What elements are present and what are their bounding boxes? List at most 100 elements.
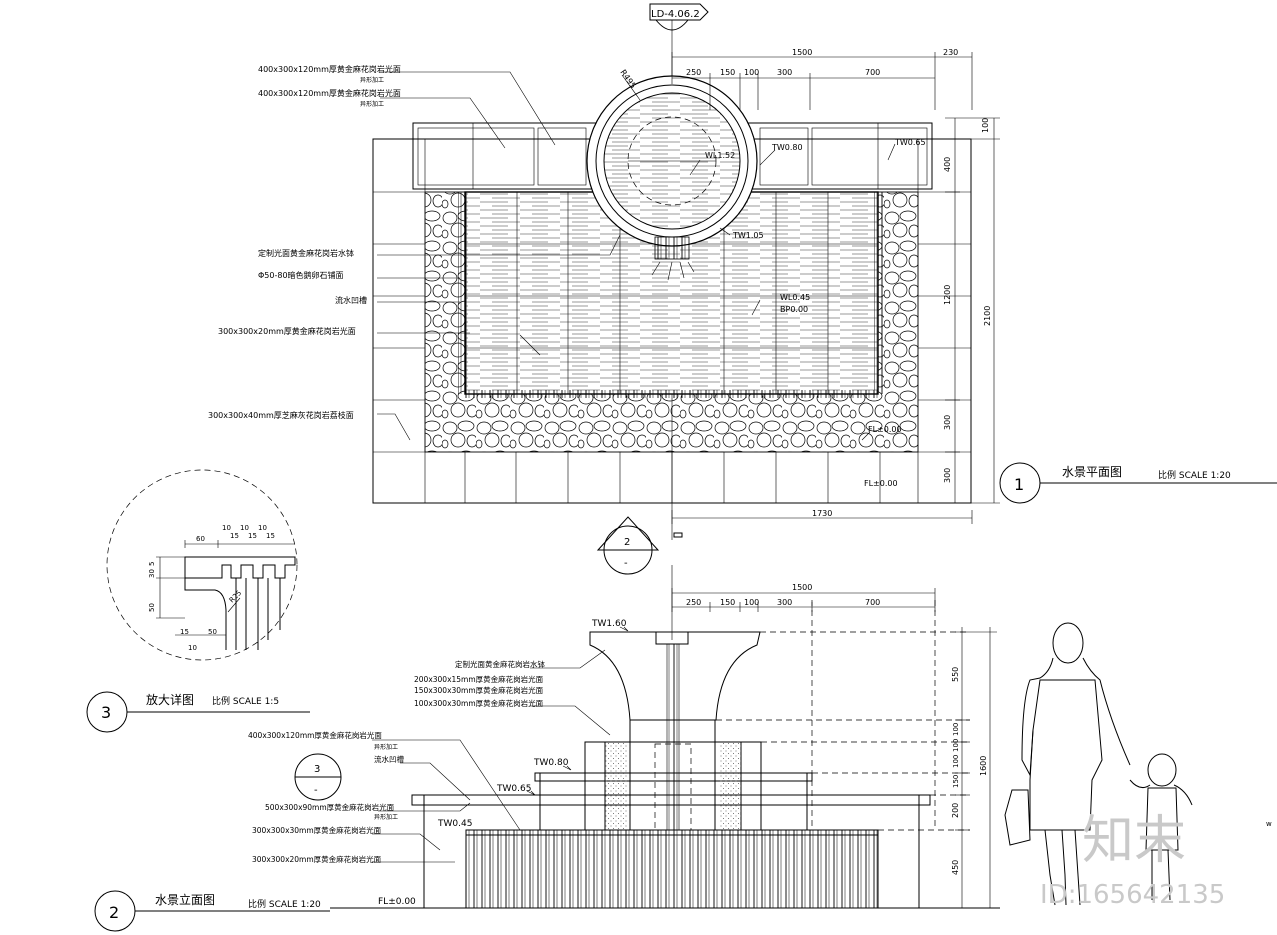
svg-text:异形加工: 异形加工 — [360, 76, 384, 84]
svg-text:300x300x40mm厚芝麻灰花岗岩荔枝面: 300x300x40mm厚芝麻灰花岗岩荔枝面 — [208, 410, 354, 420]
plan-view: LD-4.06.2 — [208, 3, 1277, 575]
svg-text:TW0.65: TW0.65 — [496, 784, 531, 794]
svg-text:50: 50 — [208, 628, 217, 636]
svg-text:500x300x90mm厚黄金麻花岗岩光面: 500x300x90mm厚黄金麻花岗岩光面 — [265, 802, 395, 812]
svg-text:200: 200 — [951, 803, 960, 818]
svg-text:700: 700 — [865, 68, 880, 77]
svg-text:100: 100 — [744, 598, 759, 607]
watermark: 知末 ID:165642135 — [1040, 811, 1225, 910]
svg-text:比例 SCALE 1:5: 比例 SCALE 1:5 — [212, 695, 279, 707]
svg-text:TW0.80: TW0.80 — [771, 143, 803, 152]
svg-text:FL±0.00: FL±0.00 — [378, 897, 416, 907]
svg-text:TW0.80: TW0.80 — [533, 758, 569, 768]
svg-text:400x300x120mm厚黄金麻花岗岩光面: 400x300x120mm厚黄金麻花岗岩光面 — [248, 730, 382, 740]
plan-ref-tag: LD-4.06.2 — [649, 3, 709, 31]
svg-text:1200: 1200 — [943, 285, 952, 305]
svg-text:150: 150 — [720, 68, 735, 77]
svg-text:100: 100 — [952, 755, 960, 768]
elevation-view: 1500 250 150 100 300 700 550 100 100 100… — [94, 565, 1272, 932]
svg-text:250: 250 — [686, 598, 701, 607]
svg-text:异形加工: 异形加工 — [374, 743, 398, 751]
svg-text:700: 700 — [865, 598, 880, 607]
elevation-title: 2 水景立面图 比例 SCALE 1:20 — [94, 890, 330, 932]
svg-text:流水凹槽: 流水凹槽 — [335, 295, 367, 305]
svg-text:流水凹槽: 流水凹槽 — [374, 754, 404, 764]
svg-text:400x300x120mm厚黄金麻花岗岩光面: 400x300x120mm厚黄金麻花岗岩光面 — [258, 88, 401, 98]
svg-text:TW0.65: TW0.65 — [894, 138, 926, 147]
detail-title: 3 放大详图 比例 SCALE 1:5 — [86, 691, 310, 733]
svg-text:WL1.52: WL1.52 — [705, 151, 735, 160]
svg-text:水景立面图: 水景立面图 — [155, 892, 215, 907]
scale-figure-adult — [1004, 622, 1131, 906]
svg-text:450: 450 — [951, 860, 960, 875]
svg-text:100: 100 — [981, 118, 990, 133]
svg-text:100: 100 — [952, 723, 960, 736]
svg-text:FL±0.00: FL±0.00 — [864, 479, 898, 488]
svg-text:15: 15 — [230, 532, 239, 540]
svg-text:10: 10 — [188, 644, 197, 652]
svg-text:100: 100 — [744, 68, 759, 77]
svg-text:15: 15 — [248, 532, 257, 540]
svg-text:LD-4.06.2: LD-4.06.2 — [651, 9, 700, 20]
svg-text:550: 550 — [951, 667, 960, 682]
svg-text:1: 1 — [1014, 475, 1024, 494]
svg-text:R495: R495 — [618, 68, 637, 90]
detail-view: 60 10 15 10 15 10 15 5 30 50 15 50 10 R2… — [86, 469, 310, 733]
svg-text:TW1.05: TW1.05 — [732, 231, 764, 240]
svg-text:5: 5 — [148, 562, 156, 566]
svg-text:2100: 2100 — [983, 306, 992, 326]
plan-title: 1 水景平面图 比例 SCALE 1:20 — [999, 462, 1277, 504]
svg-text:300: 300 — [943, 468, 952, 483]
svg-text:水景平面图: 水景平面图 — [1062, 465, 1122, 479]
svg-text:TW0.45: TW0.45 — [437, 819, 472, 829]
svg-text:定制光面黄金麻花岗岩水钵: 定制光面黄金麻花岗岩水钵 — [258, 248, 354, 258]
svg-text:300: 300 — [943, 415, 952, 430]
svg-text:ID:165642135: ID:165642135 — [1040, 880, 1225, 910]
svg-text:300x300x20mm厚黄金麻花岗岩光面: 300x300x20mm厚黄金麻花岗岩光面 — [218, 326, 356, 336]
svg-text:300: 300 — [777, 68, 792, 77]
svg-text:230: 230 — [943, 48, 958, 57]
svg-text:1730: 1730 — [812, 509, 832, 518]
svg-text:100: 100 — [952, 739, 960, 752]
svg-text:2: 2 — [109, 903, 119, 922]
svg-text:比例 SCALE 1:20: 比例 SCALE 1:20 — [1158, 469, 1231, 481]
svg-text:放大详图: 放大详图 — [146, 692, 194, 707]
svg-text:-: - — [624, 558, 628, 569]
svg-text:-: - — [314, 785, 318, 796]
svg-text:比例 SCALE 1:20: 比例 SCALE 1:20 — [248, 898, 321, 910]
svg-text:FL±0.00: FL±0.00 — [868, 425, 902, 434]
svg-text:异形加工: 异形加工 — [360, 100, 384, 108]
svg-text:10: 10 — [258, 524, 267, 532]
svg-text:300x300x30mm厚黄金麻花岗岩光面: 300x300x30mm厚黄金麻花岗岩光面 — [252, 825, 382, 835]
svg-text:150x300x30mm厚黄金麻花岗岩光面: 150x300x30mm厚黄金麻花岗岩光面 — [414, 685, 544, 695]
svg-text:异形加工: 异形加工 — [374, 813, 398, 821]
svg-text:3: 3 — [314, 764, 320, 775]
svg-text:300x300x20mm厚黄金麻花岗岩光面: 300x300x20mm厚黄金麻花岗岩光面 — [252, 854, 382, 864]
svg-text:1500: 1500 — [792, 48, 812, 57]
svg-text:知末: 知末 — [1082, 811, 1186, 871]
svg-text:15: 15 — [266, 532, 275, 540]
detail-ref-marker: 3 - — [294, 753, 342, 801]
svg-text:300: 300 — [777, 598, 792, 607]
svg-text:15: 15 — [180, 628, 189, 636]
svg-text:1600: 1600 — [979, 756, 988, 776]
svg-text:400: 400 — [943, 157, 952, 172]
svg-text:150: 150 — [952, 775, 960, 788]
svg-text:1500: 1500 — [792, 583, 812, 592]
svg-text:10: 10 — [222, 524, 231, 532]
svg-text:WL0.45: WL0.45 — [780, 293, 810, 302]
svg-text:R25: R25 — [228, 589, 243, 604]
svg-text:200x300x15mm厚黄金麻花岗岩光面: 200x300x15mm厚黄金麻花岗岩光面 — [414, 674, 544, 684]
svg-text:10: 10 — [240, 524, 249, 532]
svg-text:100x300x30mm厚黄金麻花岗岩光面: 100x300x30mm厚黄金麻花岗岩光面 — [414, 698, 544, 708]
svg-text:定制光面黄金麻花岗岩水钵: 定制光面黄金麻花岗岩水钵 — [455, 659, 545, 669]
svg-text:2: 2 — [624, 537, 630, 548]
scale-figure-child — [1129, 753, 1193, 901]
svg-text:30: 30 — [148, 569, 156, 578]
svg-text:400x300x120mm厚黄金麻花岗岩光面: 400x300x120mm厚黄金麻花岗岩光面 — [258, 64, 401, 74]
svg-text:w: w — [1266, 820, 1272, 828]
svg-text:3: 3 — [101, 703, 111, 722]
section-marker: 2 - — [596, 516, 683, 575]
svg-text:50: 50 — [148, 603, 156, 612]
svg-text:BP0.00: BP0.00 — [780, 305, 808, 314]
